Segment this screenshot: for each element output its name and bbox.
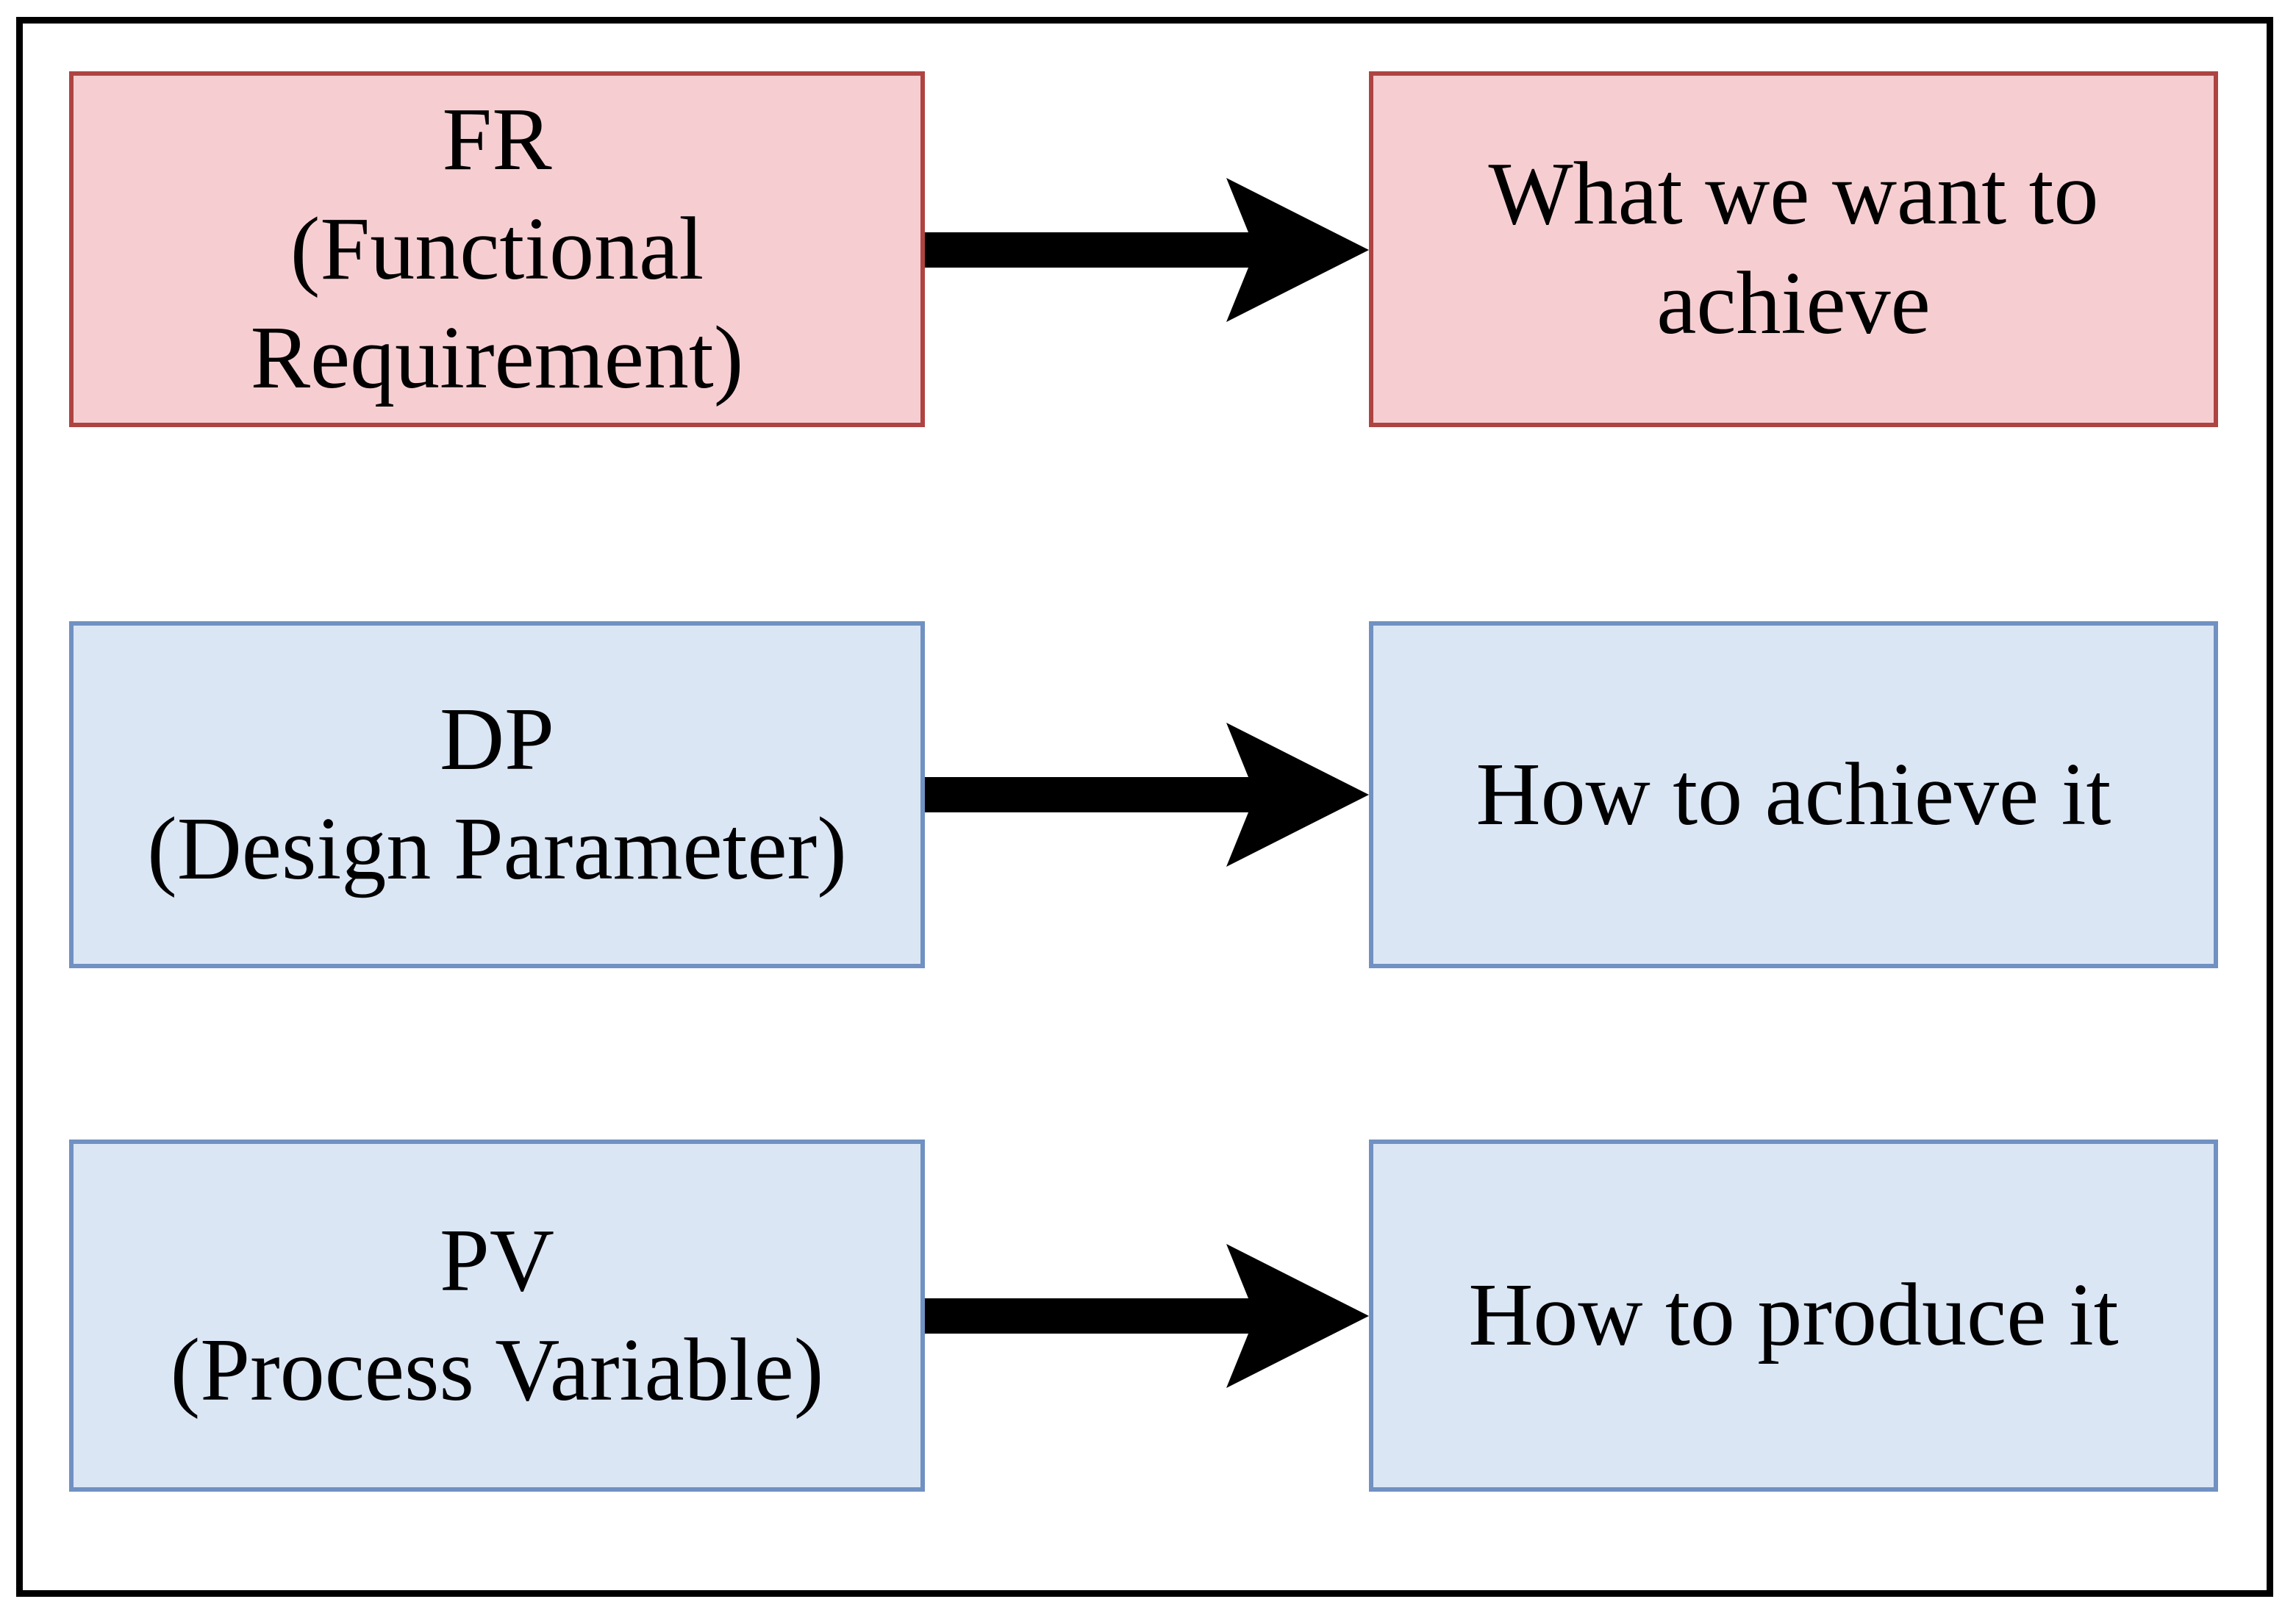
arrow-right-icon [925,723,1369,867]
arrow-right-icon [925,1244,1369,1388]
dp-meaning-box: How to achieve it [1369,621,2218,968]
fr-box: FR (Functional Requirement) [69,71,925,427]
fr-meaning-box: What we want to achieve [1369,71,2218,427]
dp-box: DP (Design Parameter) [69,621,925,968]
pv-box: PV (Process Variable) [69,1140,925,1492]
arrow-right-icon [925,178,1369,322]
pv-meaning-box: How to produce it [1369,1140,2218,1492]
